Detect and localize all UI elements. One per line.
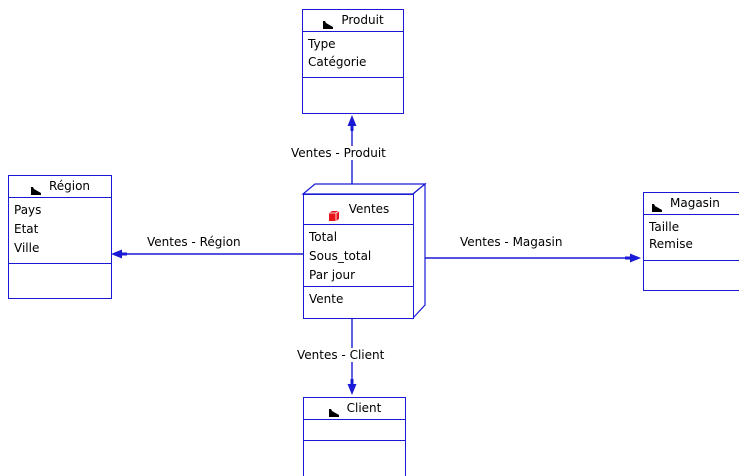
entity-magasin-header: Magasin <box>644 193 739 215</box>
entity-client-empty-section <box>304 441 405 476</box>
attribute: Remise <box>649 237 693 251</box>
measure: Par jour <box>309 268 356 282</box>
dimension-icon <box>30 182 42 195</box>
arrow-region <box>111 249 122 259</box>
dimension-icon <box>328 404 340 417</box>
arrow-magasin <box>630 253 641 263</box>
entity-client[interactable]: Client <box>303 397 406 476</box>
entity-produit-empty-section <box>303 78 403 113</box>
entity-client-title: Client <box>346 401 382 415</box>
attribute: Etat <box>14 222 39 236</box>
entity-client-attributes <box>304 420 405 441</box>
entity-client-header: Client <box>304 398 405 420</box>
entity-region-attributes: Pays Etat Ville <box>9 198 111 264</box>
entity-region-header: Région <box>9 176 111 198</box>
entity-magasin-title: Magasin <box>670 196 720 210</box>
attribute: Vente <box>309 292 344 306</box>
entity-ventes-measures: Total Sous_total Par jour <box>304 225 413 287</box>
measure: Total <box>309 230 338 244</box>
entity-region-title: Région <box>48 179 91 193</box>
entity-produit[interactable]: Produit Type Catégorie <box>302 9 404 114</box>
label-ventes-region: Ventes - Région <box>146 235 242 249</box>
entity-region-empty-section <box>9 264 111 298</box>
dimension-icon <box>322 16 334 29</box>
ventes-cube-top <box>301 183 427 195</box>
arrow-client <box>347 384 357 395</box>
entity-produit-header: Produit <box>303 10 403 32</box>
arrow-region-stem <box>122 252 127 256</box>
entity-magasin[interactable]: Magasin Taille Remise <box>643 192 739 291</box>
attribute: Catégorie <box>308 55 367 69</box>
entity-region[interactable]: Région Pays Etat Ville <box>8 175 112 299</box>
entity-ventes[interactable]: Ventes Total Sous_total Par jour Vente <box>303 194 414 319</box>
arrow-magasin-stem <box>625 256 630 260</box>
attribute: Type <box>308 37 336 51</box>
dimension-icon <box>651 199 663 212</box>
label-ventes-produit: Ventes - Produit <box>290 146 387 160</box>
entity-magasin-attributes: Taille Remise <box>644 215 739 261</box>
entity-ventes-header: Ventes <box>304 195 413 225</box>
attribute: Pays <box>14 203 42 217</box>
entity-ventes-title: Ventes <box>348 202 390 216</box>
arrow-produit-stem <box>350 126 354 131</box>
entity-produit-title: Produit <box>341 13 384 27</box>
measure: Sous_total <box>309 249 372 263</box>
attribute: Taille <box>649 220 680 234</box>
arrow-client-stem <box>350 379 354 384</box>
ventes-cube-side <box>412 182 426 320</box>
entity-produit-attributes: Type Catégorie <box>303 32 403 78</box>
label-ventes-client: Ventes - Client <box>296 348 386 362</box>
attribute: Ville <box>14 241 40 255</box>
fact-cube-icon <box>328 204 340 221</box>
arrow-produit <box>347 115 357 126</box>
entity-magasin-empty-section <box>644 261 739 291</box>
entity-ventes-attributes: Vente <box>304 287 413 309</box>
label-ventes-magasin: Ventes - Magasin <box>459 235 564 249</box>
